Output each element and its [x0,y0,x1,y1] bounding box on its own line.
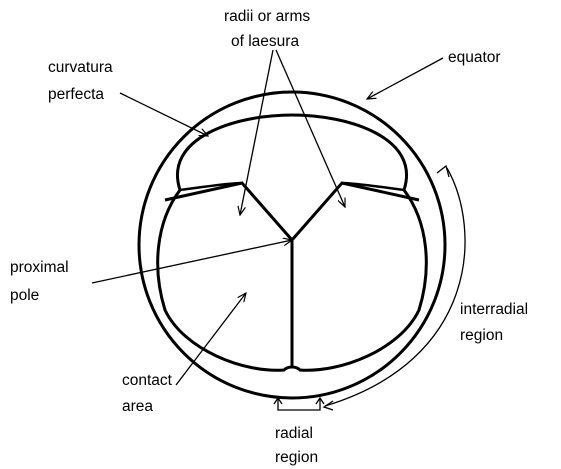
radial-region-bracket [278,398,320,410]
interradial-arrowhead-top [437,166,449,177]
laesura-arm-left [165,183,292,240]
label-radii-line2: of laesura [231,33,299,50]
label-interradial-line1: interradial [460,301,528,318]
radii-pointer-left [240,50,273,215]
interradial-region-arc [325,168,465,406]
label-curvatura-line1: curvatura [48,59,113,76]
label-equator: equator [448,49,501,66]
equator-pointer [367,58,443,99]
label-interradial-line2: region [460,327,503,344]
curvatura-pointer [120,93,208,136]
label-contact-line2: area [122,398,153,415]
label-radial-line2: region [275,449,318,466]
label-curvatura-line2: perfecta [48,86,104,103]
label-proximal-line1: proximal [10,259,69,276]
label-radii-line1: radii or arms [224,8,310,25]
radii-pointer-right [276,50,345,207]
proximal-pointer [92,240,292,283]
laesura-arm-right [292,183,419,240]
label-radial-line1: radial [275,425,313,442]
label-proximal-line2: pole [10,287,39,304]
label-contact-line1: contact [122,372,173,389]
